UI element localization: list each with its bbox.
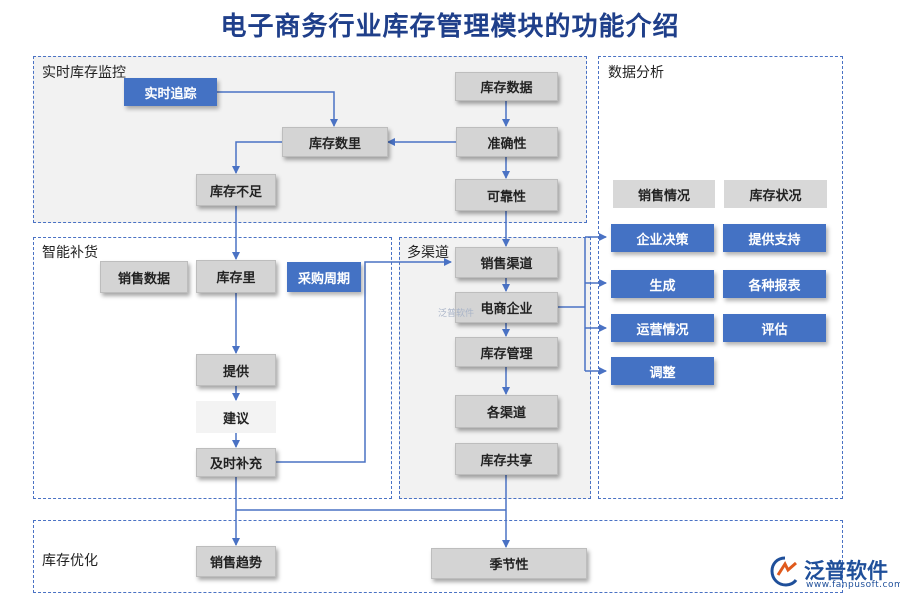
node-channels: 各渠道: [455, 395, 558, 428]
panel-multichannel-label: 多渠道: [407, 245, 449, 261]
node-reliability: 可靠性: [455, 179, 558, 211]
brand-logo: 泛普软件 www.fanpusoft.com: [768, 555, 900, 593]
panel-smart-replenish-label: 智能补货: [42, 245, 98, 261]
node-inventory-data: 库存数据: [455, 72, 558, 101]
node-business-decision: 企业决策: [611, 224, 714, 252]
panel-data-analysis-label: 数据分析: [608, 65, 664, 81]
panel-inventory-optimize: [33, 520, 843, 593]
node-inventory-qty: 库存数里: [282, 127, 388, 157]
panel-realtime-monitor-label: 实时库存监控: [42, 65, 126, 81]
node-operations: 运营情况: [611, 314, 714, 342]
node-inventory-share: 库存共享: [455, 443, 558, 475]
node-inventory-amount: 库存里: [196, 260, 276, 293]
logo-url: www.fanpusoft.com: [806, 580, 900, 590]
node-generate: 生成: [611, 270, 714, 298]
node-reports: 各种报表: [723, 270, 826, 298]
edge-restock-to-channel: [276, 258, 452, 463]
node-timely-restock: 及时补充: [196, 448, 276, 477]
node-shortage: 库存不足: [196, 174, 276, 206]
node-sales-trend: 销售趋势: [196, 546, 276, 577]
node-sales-status: 销售情况: [613, 180, 715, 208]
node-sales-channel: 销售渠道: [455, 247, 558, 278]
node-inventory-status: 库存状况: [724, 180, 827, 208]
node-sales-data: 销售数据: [100, 261, 188, 293]
panel-smart-replenish: [33, 237, 392, 499]
edge-qty-to-shortage: [232, 141, 282, 174]
logo-name: 泛普软件: [804, 559, 888, 583]
node-inventory-mgmt: 库存管理: [455, 337, 558, 367]
node-seasonality: 季节性: [431, 548, 587, 579]
watermark-text: 泛普软件: [438, 309, 475, 319]
node-accuracy: 准确性: [456, 127, 558, 157]
node-adjust: 调整: [611, 357, 714, 385]
edge-tracking-to-qty: [217, 91, 338, 127]
page-title: 电子商务行业库存管理模块的功能介绍: [220, 12, 680, 42]
node-suggest: 建议: [196, 401, 276, 433]
node-evaluate: 评估: [723, 314, 826, 342]
node-realtime-tracking: 实时追踪: [124, 78, 217, 106]
node-provide-support: 提供支持: [723, 224, 826, 252]
logo-icon: [770, 556, 798, 587]
panel-inventory-optimize-label: 库存优化: [42, 553, 98, 569]
panel-data-analysis: [598, 56, 843, 499]
node-provide: 提供: [196, 354, 276, 386]
node-ecommerce: 电商企业: [455, 292, 558, 323]
node-purchase-cycle: 采购周期: [287, 262, 361, 292]
